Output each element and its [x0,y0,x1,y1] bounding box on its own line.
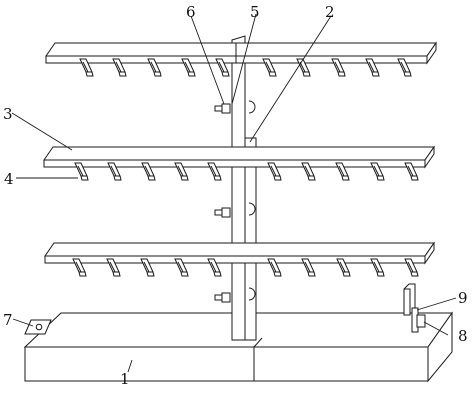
hook-bracket [370,258,385,277]
hook-bracket [301,162,316,181]
callout-3: 3 [3,105,13,123]
hook-bracket [365,58,380,77]
callout-labels: 1 2 3 4 5 6 7 8 9 [3,3,468,388]
hook-bracket [74,162,89,181]
hook-bracket [404,258,419,277]
callout-8: 8 [458,327,468,345]
hook-bracket [207,162,222,181]
hook-bracket [331,58,346,77]
callout-4: 4 [4,170,14,188]
hook-bracket [72,258,87,277]
hook-bracket [215,58,230,77]
hook-bracket [267,162,282,181]
right-bracket [403,283,426,333]
hook-bracket [262,58,277,77]
shelf-arm-lower [44,241,435,265]
left-mounting-tab [24,319,52,335]
hook-bracket [335,162,350,181]
hook-bracket [140,258,155,277]
hook-bracket [336,258,351,277]
shelf-arm-top [45,41,437,65]
hooks-row-top [79,58,412,77]
leader-lines [11,13,457,373]
hook-bracket [174,162,189,181]
hook-bracket [106,258,121,277]
hooks-row-lower [72,258,419,277]
hook-bracket [79,58,94,77]
column-knobs [214,100,256,303]
callout-7: 7 [3,311,13,329]
hook-bracket [141,162,156,181]
hook-bracket [370,162,385,181]
hook-bracket [404,162,419,181]
hook-bracket [301,258,316,277]
hook-bracket [296,58,311,77]
hooks-row-middle [74,162,419,181]
shelf-arm-middle [43,145,435,169]
vertical-column [231,35,257,341]
hook-bracket [207,258,222,277]
hook-bracket [107,162,122,181]
callout-5: 5 [250,3,260,21]
callout-9: 9 [458,289,468,307]
hook-bracket [112,58,127,77]
hook-bracket [267,258,282,277]
hook-bracket [181,58,196,77]
hook-bracket [174,258,189,277]
hook-bracket [397,58,412,77]
callout-6: 6 [186,3,196,21]
callout-1: 1 [120,370,130,388]
callout-2: 2 [325,3,335,21]
hook-bracket [147,58,162,77]
